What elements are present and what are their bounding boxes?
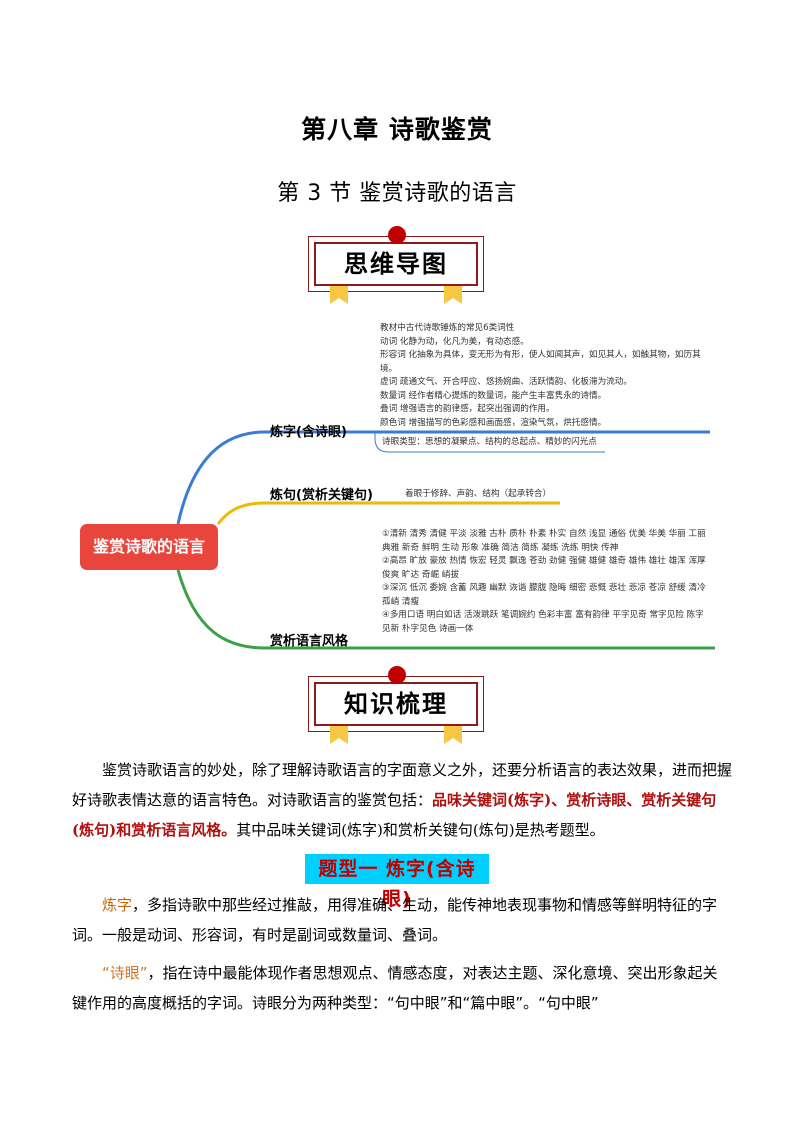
ribbon-icon [444, 284, 462, 304]
note-line: ④多用口语 明白如话 活泼跳跃 笔调婉约 色彩丰富 富有韵律 平字见奇 常字见险… [382, 610, 704, 634]
note-line: 数量词 经作者精心提炼的数量词，能产生丰富隽永的诗情。 [380, 390, 607, 401]
note-line: ②高昂 旷放 豪放 热情 恢宏 轻灵 飘逸 苍劲 劲健 强健 雄健 雄奇 雄伟 … [382, 556, 706, 580]
lianzi-paragraph: 炼字，多指诗歌中那些经过推敲，用得准确、生动，能传神地表现事物和情感等鲜明特征的… [72, 890, 732, 950]
intro-text-end: 其中品味关键词(炼字)和赏析关键句(炼句)是热考题型。 [236, 821, 605, 839]
ribbon-icon [444, 724, 462, 744]
knowledge-banner-label: 知识梳理 [314, 682, 478, 726]
ribbon-icon [330, 724, 348, 744]
shiyan-term: “诗眼” [102, 964, 148, 982]
lianzi-term: 炼字 [102, 896, 133, 914]
intro-text: 鉴赏诗歌语言的妙处，除了理解诗歌语言的字面意义之外，还要分析语言的表达效果，进而… [72, 761, 733, 809]
note-line: 虚词 疏通文气、开合呼应、悠扬婉曲、活跃情韵、化板滞为流动。 [380, 377, 632, 387]
lianju-note: 着眼于修辞、声韵、结构（起承转合） [405, 489, 552, 499]
mindmap-banner: 思维导图 [308, 226, 486, 304]
shiyan-text: ，指在诗中最能体现作者思想观点、情感态度，对表达主题、深化意境、突出形象起关键作… [72, 964, 718, 1012]
dot-icon [388, 666, 406, 684]
note-line: ③深沉 低沉 委婉 含蓄 风趣 幽默 诙谐 朦胧 隐晦 细密 悲慨 悲壮 悲凉 … [382, 583, 706, 607]
branch-line-green [176, 569, 715, 650]
lianzi-text: ，多指诗歌中那些经过推敲，用得准确、生动，能传神地表现事物和情感等鲜明特征的字词… [72, 896, 718, 944]
branch-label-lianju: 炼句(赏析关键句) [270, 488, 373, 503]
note-line: 教材中古代诗歌锤炼的常见6类词性 [380, 323, 515, 333]
note-line: ①清新 清秀 清健 平淡 淡雅 古朴 质朴 朴素 朴实 自然 浅显 通俗 优美 … [382, 529, 706, 553]
dot-icon [388, 226, 406, 244]
shiyan-paragraph: “诗眼”，指在诗中最能体现作者思想观点、情感态度，对表达主题、深化意境、突出形象… [72, 958, 732, 1018]
ribbon-icon [330, 284, 348, 304]
note-line: 颜色词 增强描写的色彩感和画面感，渲染气氛，烘托感情。 [380, 417, 607, 428]
branch-label-style: 赏析语言风格 [270, 634, 349, 649]
intro-paragraph: 鉴赏诗歌语言的妙处，除了理解诗歌语言的字面意义之外，还要分析语言的表达效果，进而… [72, 755, 732, 845]
branch-line-yellow [216, 501, 560, 525]
type-heading: 题型一 炼字(含诗眼) [305, 854, 489, 910]
intro-highlight: 品味关键词(炼字)、赏析诗眼、赏析关键句(炼句)和赏析语言风格。 [72, 791, 717, 839]
lianzi-notes: 教材中古代诗歌锤炼的常见6类词性 动词 化静为动，化凡为美，有动态感。 形容词 … [380, 322, 715, 430]
mindmap-root: 鉴赏诗歌的语言 [80, 524, 218, 570]
style-notes: ①清新 清秀 清健 平淡 淡雅 古朴 质朴 朴素 朴实 自然 浅显 通俗 优美 … [382, 528, 712, 636]
shiyan-note: 诗眼类型：思想的凝聚点、结构的总起点、精妙的闪光点 [382, 437, 597, 447]
section-title: 第 3 节 鉴赏诗歌的语言 [277, 181, 517, 206]
branch-line-blue [176, 430, 710, 525]
note-line: 形容词 化抽象为具体，变无形为有形，使人如闻其声，如见其人，如触其物，如历其境。 [380, 350, 701, 374]
branch-label-lianzi: 炼字(含诗眼) [270, 425, 347, 440]
note-line: 动词 化静为动，化凡为美，有动态感。 [380, 336, 529, 347]
chapter-title: 第八章 诗歌鉴赏 [301, 115, 493, 144]
knowledge-banner: 知识梳理 [308, 666, 486, 744]
note-line: 叠词 增强语言的韵律感，起突出强调的作用。 [380, 404, 555, 414]
note-bracket [374, 433, 605, 453]
